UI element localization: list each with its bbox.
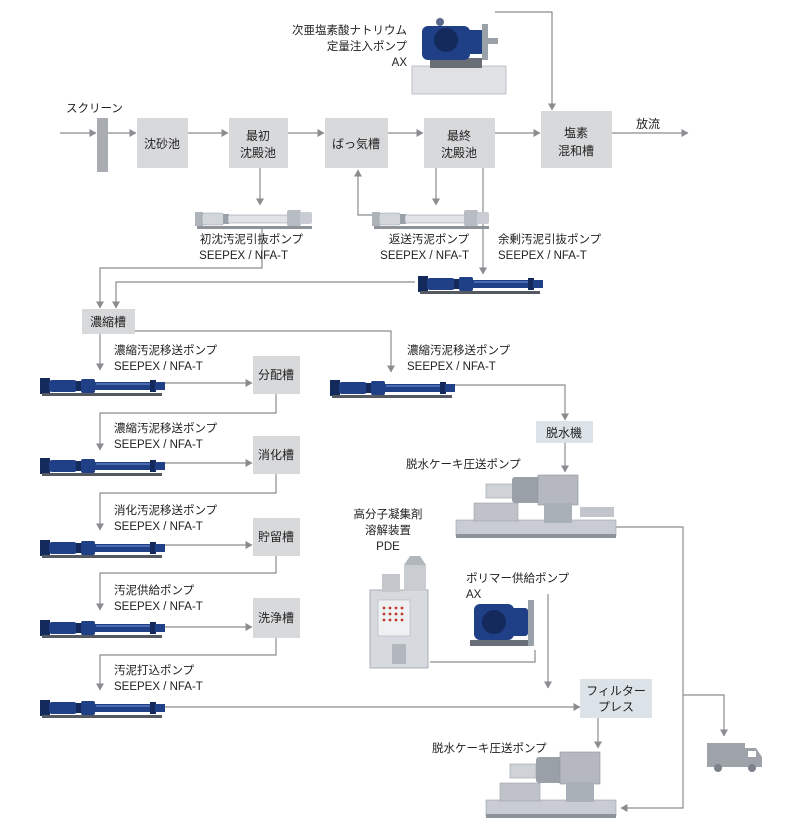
excess-pump-name: 余剰汚泥引抜ポンプ — [498, 232, 602, 246]
dewatering-machine-label: 脱水機 — [546, 425, 582, 440]
excess-pump-model: SEEPEX / NFA-T — [498, 250, 587, 262]
storage-tank-label: 貯留槽 — [258, 530, 294, 544]
cake-pump-2-name: 脱水ケーキ圧送ポンプ — [432, 741, 547, 755]
final-clarifier — [424, 118, 495, 168]
digestion-tank — [253, 436, 300, 474]
washing-tank-label: 洗浄槽 — [258, 611, 294, 625]
primary-clarifier-label-1: 最初 — [246, 129, 270, 143]
supply-pump-name: 汚泥供給ポンプ — [114, 583, 195, 597]
cake-pump-1-icon — [455, 474, 617, 538]
chlorine-tank-label-1: 塩素 — [564, 125, 588, 140]
excess-sludge-pump-icon — [418, 276, 543, 294]
distribution-tank — [253, 356, 300, 394]
thick1-pump-model: SEEPEX / NFA-T — [114, 361, 203, 373]
top-pump-label-3: AX — [392, 57, 408, 69]
primary-sludge-pump-icon — [194, 209, 313, 230]
feed-pump-model: SEEPEX / NFA-T — [114, 681, 203, 693]
thick-right-pump-model: SEEPEX / NFA-T — [407, 361, 496, 373]
aeration-tank — [325, 118, 388, 168]
thick2-pump-name: 濃縮汚泥移送ポンプ — [114, 421, 218, 435]
polymer-pump-model: AX — [466, 589, 482, 601]
polymer-dissolving-unit-icon — [369, 556, 429, 669]
screen-icon — [97, 118, 108, 172]
thickened-sludge-pump-1-icon — [40, 378, 165, 396]
filter-press — [580, 679, 652, 718]
filter-press-label-2: プレス — [598, 700, 634, 714]
cake-pump-2-icon — [485, 751, 617, 818]
digested-sludge-pump-icon — [40, 540, 165, 558]
primary-pump-model: SEEPEX / NFA-T — [199, 250, 288, 262]
digested-pump-model: SEEPEX / NFA-T — [114, 521, 203, 533]
thickener-tank — [82, 309, 135, 334]
grit-chamber-label: 沈砂池 — [144, 136, 180, 151]
digestion-tank-label: 消化槽 — [258, 448, 294, 462]
thick1-pump-name: 濃縮汚泥移送ポンプ — [114, 343, 218, 357]
digested-pump-name: 消化汚泥移送ポンプ — [114, 503, 218, 517]
thickener-label: 濃縮槽 — [90, 314, 126, 329]
return-pump-model: SEEPEX / NFA-T — [380, 250, 469, 262]
thickened-sludge-pump-2-icon — [40, 458, 165, 476]
cake-pump-1-name: 脱水ケーキ圧送ポンプ — [406, 457, 521, 471]
chlorine-tank-label-2: 混和槽 — [558, 144, 594, 158]
top-pump-label-1: 次亜塩素酸ナトリウム — [292, 23, 407, 37]
thick2-pump-model: SEEPEX / NFA-T — [114, 439, 203, 451]
distribution-tank-label: 分配槽 — [258, 368, 294, 382]
discharge-label: 放流 — [636, 116, 660, 131]
dewatering-machine — [536, 421, 593, 443]
grit-chamber — [137, 118, 188, 168]
sludge-feed-pump-icon — [40, 700, 165, 718]
sludge-supply-pump-icon — [40, 620, 165, 638]
pde-label-3: PDE — [376, 541, 400, 553]
pde-label-2: 溶解装置 — [365, 523, 411, 537]
washing-tank — [253, 598, 300, 638]
supply-pump-model: SEEPEX / NFA-T — [114, 601, 203, 613]
primary-clarifier-label-2: 沈殿池 — [240, 145, 276, 160]
hypochlorite-dosing-pump — [411, 18, 507, 95]
thick-right-pump-name: 濃縮汚泥移送ポンプ — [407, 343, 511, 357]
top-pump-label-2: 定量注入ポンプ — [327, 39, 408, 53]
return-sludge-pump-icon — [371, 209, 490, 230]
return-pump-name: 返送汚泥ポンプ — [389, 232, 470, 246]
feed-pump-name: 汚泥打込ポンプ — [114, 663, 195, 677]
thickened-sludge-pump-right-icon — [330, 380, 455, 398]
storage-tank — [253, 518, 300, 556]
primary-clarifier — [229, 118, 288, 168]
pde-label-1: 高分子凝集剤 — [354, 507, 423, 521]
truck-icon — [707, 743, 762, 772]
primary-pump-name: 初沈汚泥引抜ポンプ — [200, 232, 304, 246]
polymer-pump-icon — [470, 600, 534, 646]
screen-label: スクリーン — [66, 102, 123, 115]
polymer-pump-name: ポリマー供給ポンプ — [466, 571, 570, 585]
final-clarifier-label-1: 最終 — [447, 128, 471, 143]
final-clarifier-label-2: 沈殿池 — [441, 145, 477, 160]
aeration-tank-label: ばっ気槽 — [332, 136, 380, 151]
filter-press-label-1: フィルター — [586, 684, 646, 698]
chlorine-mixing-tank — [541, 111, 612, 168]
